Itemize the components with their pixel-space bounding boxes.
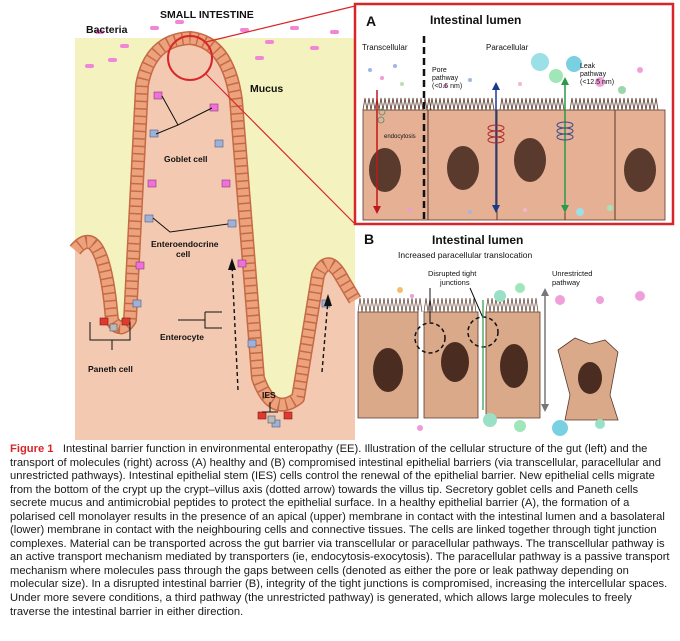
- paneth-cell-label: Paneth cell: [88, 364, 133, 374]
- figure-caption: Figure 1 Intestinal barrier function in …: [10, 443, 672, 619]
- endocytosis-label: endocytosis: [384, 134, 416, 140]
- unrestricted-label: Unrestricted pathway: [552, 269, 595, 287]
- panel-b-subtitle: Increased paracellular translocation: [398, 250, 532, 260]
- leak-line2: pathway: [580, 71, 607, 78]
- unrestricted-line1: Unrestricted: [552, 269, 592, 278]
- disrupted-line1: Disrupted tight: [428, 269, 477, 278]
- ies-label: IES: [262, 390, 276, 400]
- panel-b-letter: B: [364, 231, 374, 247]
- pore-pathway-label: Pore pathway (<0.6 nm): [432, 67, 462, 90]
- enterocyte-label: Enterocyte: [160, 332, 204, 342]
- panel-b-title: Intestinal lumen: [432, 233, 523, 247]
- mucus-label: Mucus: [250, 83, 283, 95]
- figure-illustration: SMALL INTESTINE Bacteria Mucus Goblet ce…: [69, 2, 675, 440]
- panel-a-title: Intestinal lumen: [430, 13, 521, 27]
- panel-a-letter: A: [366, 13, 376, 29]
- leak-pathway-label: Leak pathway (<12.5 nm): [580, 63, 614, 86]
- unrestricted-line2: pathway: [552, 278, 580, 287]
- bacteria-label: Bacteria: [86, 24, 128, 36]
- small-intestine-title: SMALL INTESTINE: [160, 9, 254, 21]
- pore-line3: (<0.6 nm): [432, 83, 462, 90]
- transcellular-label: Transcellular: [362, 43, 408, 52]
- pore-line2: pathway: [432, 75, 459, 82]
- paracellular-label: Paracellular: [486, 43, 529, 52]
- disrupted-line2: junctions: [439, 278, 470, 287]
- disrupted-tj-label: Disrupted tight junctions: [428, 269, 478, 287]
- enteroendocrine-line1: Enteroendocrine: [151, 239, 219, 249]
- panel-a: A Intestinal lumen Transcellular Paracel…: [353, 2, 675, 226]
- leak-line1: Leak: [580, 63, 596, 70]
- panel-b: B Intestinal lumen Increased paracellula…: [357, 231, 645, 436]
- goblet-cell-label: Goblet cell: [164, 154, 207, 164]
- caption-text: Intestinal barrier function in environme…: [10, 443, 670, 618]
- leak-line3: (<12.5 nm): [580, 79, 614, 86]
- pore-line1: Pore: [432, 67, 447, 74]
- enteroendocrine-line2: cell: [176, 249, 190, 259]
- enteroendocrine-label: Enteroendocrine cell: [151, 239, 221, 259]
- small-intestine-illustration: SMALL INTESTINE Bacteria Mucus Goblet ce…: [69, 5, 362, 440]
- figure-label: Figure 1: [10, 443, 54, 455]
